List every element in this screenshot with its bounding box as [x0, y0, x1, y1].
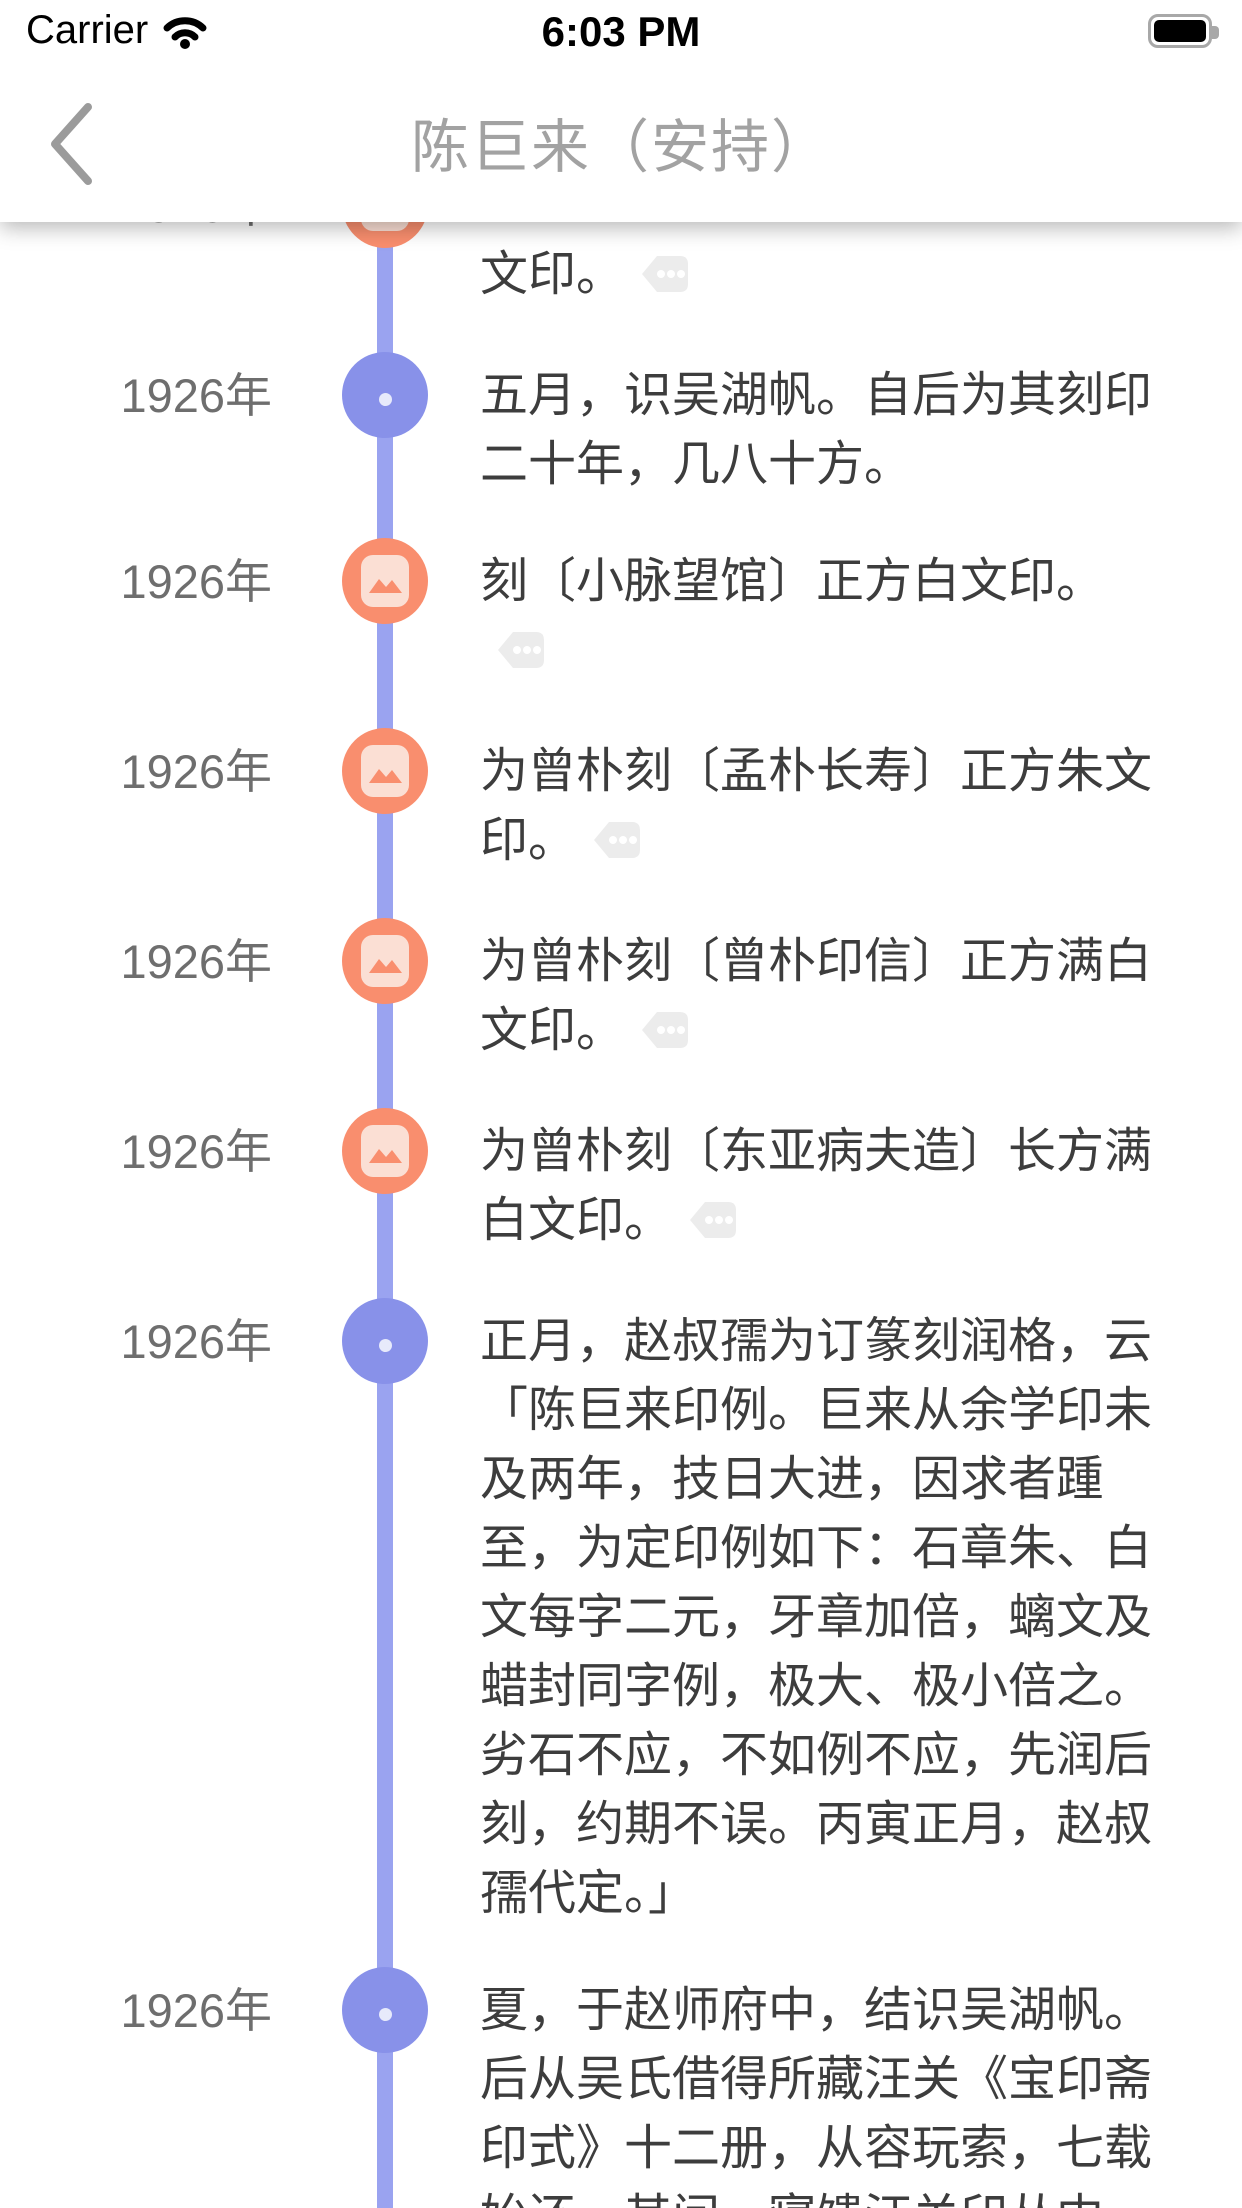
entry-year: 1926年	[120, 745, 272, 798]
back-button[interactable]	[44, 100, 98, 188]
wifi-icon	[163, 16, 207, 49]
chevron-left-icon	[51, 103, 92, 185]
battery-fill	[1154, 20, 1206, 42]
ellipsis-bubble-icon	[498, 632, 544, 668]
timeline: 1926年 文印。 1926年 五月，识吴湖帆。自后为其刻印二十年，几八十方。	[0, 162, 1242, 2208]
photo-glyph	[361, 745, 409, 797]
ellipsis-bubble-icon	[642, 1012, 689, 1048]
entry-text: 为曾朴刻〔东亚病夫造〕长方满白文印。	[480, 1117, 1164, 1259]
timeline-entry[interactable]: 1926年 为曾朴刻〔曾朴印信〕正方满白文印。	[0, 918, 1242, 1069]
more-bubble[interactable]	[688, 1190, 738, 1259]
photo-icon	[342, 1108, 428, 1194]
more-bubble[interactable]	[592, 810, 642, 879]
exclamation-glyph	[378, 2000, 392, 2021]
more-bubble[interactable]	[496, 620, 546, 689]
entry-year: 1926年	[120, 369, 272, 422]
page-title: 陈巨来（安持）	[410, 115, 831, 180]
entry-text: 刻〔小脉望馆〕正方白文印。	[480, 547, 1164, 689]
battery-nub	[1212, 26, 1219, 39]
more-bubble[interactable]	[640, 1000, 690, 1069]
entry-year: 1926年	[120, 555, 272, 608]
entry-text: 为曾朴刻〔孟朴长寿〕正方朱文印。	[480, 737, 1164, 879]
exclamation-glyph	[378, 1331, 392, 1352]
photo-icon	[342, 918, 428, 1004]
alert-icon	[342, 1967, 428, 2053]
timeline-entry[interactable]: 1926年 为曾朴刻〔东亚病夫造〕长方满白文印。	[0, 1108, 1242, 1259]
carrier-label: Carrier	[26, 8, 149, 52]
entry-year: 1926年	[120, 1125, 272, 1178]
entry-text: 五月，识吴湖帆。自后为其刻印二十年，几八十方。	[480, 369, 1153, 491]
status-bar: Carrier 6:03 PM	[0, 0, 1242, 62]
exclamation-glyph	[378, 385, 392, 406]
entry-text: 为曾朴刻〔曾朴印信〕正方满白文印。	[480, 927, 1164, 1069]
timeline-entry[interactable]: 1926年 为曾朴刻〔孟朴长寿〕正方朱文印。	[0, 728, 1242, 879]
ellipsis-bubble-icon	[690, 1202, 737, 1238]
battery-icon	[1148, 14, 1219, 48]
more-bubble[interactable]	[640, 244, 690, 313]
photo-icon	[342, 728, 428, 814]
entry-year: 1926年	[120, 1984, 272, 2037]
clock: 6:03 PM	[541, 8, 701, 55]
entry-text: 文印。	[480, 240, 1164, 313]
ellipsis-bubble-icon	[642, 256, 689, 292]
timeline-entry[interactable]: 1926年 文印。	[0, 162, 1242, 313]
timeline-entry[interactable]: 1926年 正月，赵叔孺为订篆刻润格，云「陈巨来印例。巨来从余学印未及两年，技日…	[0, 1298, 1242, 1928]
entry-year: 1926年	[120, 1315, 272, 1368]
timeline-entry[interactable]: 1926年 五月，识吴湖帆。自后为其刻印二十年，几八十方。	[0, 352, 1242, 499]
timeline-entry[interactable]: 1926年 刻〔小脉望馆〕正方白文印。	[0, 538, 1242, 689]
photo-glyph	[361, 555, 409, 607]
alert-icon	[342, 1298, 428, 1384]
entry-text: 正月，赵叔孺为订篆刻润格，云「陈巨来印例。巨来从余学印未及两年，技日大进，因求者…	[480, 1315, 1153, 1920]
entry-year: 1926年	[120, 935, 272, 988]
photo-glyph	[361, 935, 409, 987]
alert-icon	[342, 352, 428, 438]
timeline-entry[interactable]: 1926年 夏，于赵师府中，结识吴湖帆。后从吴氏借得所藏汪关《宝印斋印式》十二册…	[0, 1967, 1242, 2208]
status-left: Carrier	[26, 8, 208, 53]
entry-text: 夏，于赵师府中，结识吴湖帆。后从吴氏借得所藏汪关《宝印斋印式》十二册，从容玩索，…	[480, 1984, 1153, 2208]
navbar: 陈巨来（安持）	[0, 0, 1242, 222]
photo-icon	[342, 538, 428, 624]
photo-glyph	[361, 1125, 409, 1177]
ellipsis-bubble-icon	[594, 822, 641, 858]
